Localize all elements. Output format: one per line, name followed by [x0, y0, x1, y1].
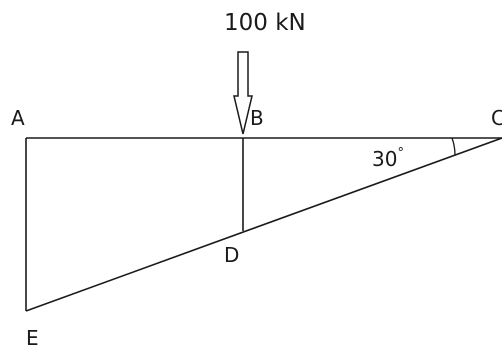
- node-label-b: B: [250, 106, 264, 130]
- angle-label: 30°: [372, 146, 404, 171]
- node-label-a: A: [11, 106, 25, 130]
- angle-unit: °: [397, 146, 404, 161]
- node-label-d: D: [224, 243, 239, 267]
- angle-value: 30: [372, 147, 397, 171]
- node-label-c: C: [491, 106, 502, 130]
- angle-arc-icon: [451, 137, 456, 156]
- down-arrow-icon: [233, 51, 253, 135]
- load-label: 100 kN: [224, 10, 306, 36]
- node-label-e: E: [26, 326, 39, 347]
- member-ec: [25, 137, 502, 312]
